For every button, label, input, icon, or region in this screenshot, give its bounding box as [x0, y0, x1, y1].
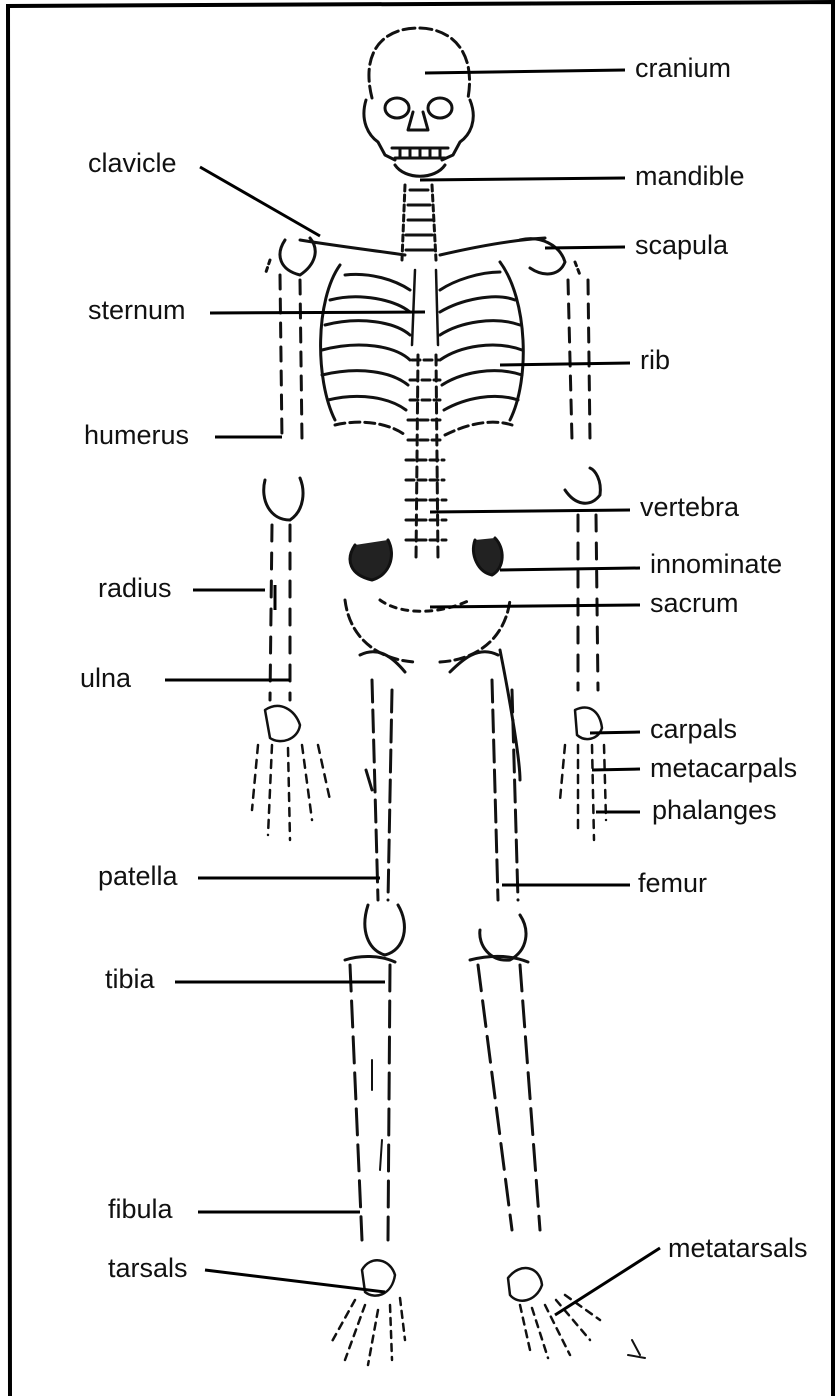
label-fibula: fibula [108, 1196, 173, 1223]
label-metatarsals: metatarsals [668, 1235, 808, 1262]
label-tarsals: tarsals [108, 1255, 188, 1282]
label-sternum: sternum [88, 297, 186, 324]
leader-mandible [420, 178, 625, 180]
leader-carpals [590, 732, 640, 733]
diagram-border [8, 2, 833, 1396]
label-patella: patella [98, 863, 178, 890]
rib-cage [321, 262, 524, 435]
leader-scapula [545, 247, 625, 248]
leader-metacarpals [592, 769, 640, 770]
label-vertebra: vertebra [640, 494, 739, 521]
label-humerus: humerus [84, 422, 189, 449]
leader-sacrum [430, 605, 640, 607]
label-innominate: innominate [650, 551, 782, 578]
label-scapula: scapula [635, 232, 728, 259]
label-cranium: cranium [635, 55, 731, 82]
legs [345, 650, 540, 1240]
label-metacarpals: metacarpals [650, 755, 797, 782]
leader-clavicle [200, 167, 320, 236]
leader-lines [165, 70, 660, 1315]
leader-sternum [210, 312, 425, 313]
leader-vertebra [430, 510, 630, 512]
label-mandible: mandible [635, 163, 745, 190]
skull [364, 28, 473, 176]
leader-tarsals [205, 1270, 385, 1292]
feet [330, 1260, 645, 1365]
label-clavicle: clavicle [88, 150, 177, 177]
label-ulna: ulna [80, 665, 131, 692]
skeleton-figure [252, 28, 645, 1365]
shoulders [265, 238, 580, 275]
arms [264, 275, 601, 700]
leader-metatarsals [555, 1248, 660, 1315]
label-phalanges: phalanges [652, 797, 777, 824]
label-rib: rib [640, 347, 670, 374]
spine [402, 185, 446, 560]
label-femur: femur [638, 870, 707, 897]
hands [252, 706, 606, 840]
label-radius: radius [98, 575, 172, 602]
leader-rib [500, 363, 630, 365]
label-sacrum: sacrum [650, 590, 739, 617]
label-tibia: tibia [105, 966, 155, 993]
label-carpals: carpals [650, 716, 737, 743]
leader-innominate [500, 568, 640, 570]
leader-cranium [425, 70, 625, 73]
